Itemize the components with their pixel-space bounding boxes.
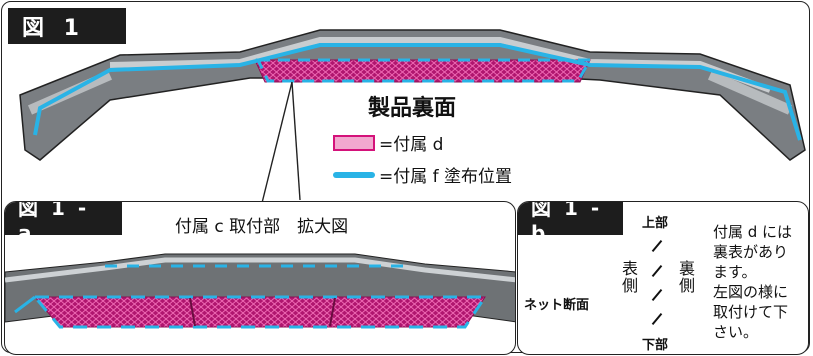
pink-swatch-icon bbox=[333, 134, 375, 151]
front-side-label: 表側 bbox=[621, 259, 638, 295]
figure-1a-label: 図 1 - a bbox=[5, 202, 122, 245]
product-back-title: 製品裏面 bbox=[368, 96, 457, 121]
legend-net-label: =付属 d bbox=[379, 135, 444, 155]
figure-1a-label-text: 図 1 - a bbox=[18, 201, 90, 245]
top-label: 上部 bbox=[642, 216, 669, 231]
figure-1-label-text: 図 1 bbox=[22, 16, 85, 41]
note-line: 付属 d には bbox=[713, 223, 793, 241]
legend-tape: =付属 f 塗布位置 bbox=[333, 162, 512, 187]
closeup-illustration bbox=[5, 253, 515, 329]
orientation-note: 付属 d には 裏表があり ます。 左図の様に 取付けて下 さい。 bbox=[713, 222, 792, 342]
note-line: ます。 bbox=[713, 263, 757, 281]
net-section-label: ネット断面 bbox=[524, 298, 590, 313]
legend-tape-label: =付属 f 塗布位置 bbox=[379, 167, 513, 187]
figure-1b-label: 図 1 - b bbox=[518, 202, 623, 245]
note-line: さい。 bbox=[713, 323, 759, 341]
section-mark-2 bbox=[651, 264, 663, 278]
figure-1b-label-text: 図 1 - b bbox=[531, 201, 603, 245]
section-mark-1 bbox=[651, 239, 663, 253]
back-side-label: 裏側 bbox=[678, 259, 695, 295]
section-mark-4 bbox=[651, 312, 663, 326]
legend-net: =付属 d bbox=[333, 130, 443, 155]
section-mark-3 bbox=[651, 288, 663, 302]
note-line: 取付けて下 bbox=[713, 303, 789, 321]
figure-1-label: 図 1 bbox=[8, 8, 126, 44]
closeup-caption: 付属 c 取付部 拡大図 bbox=[175, 217, 349, 237]
figure-1a-panel: 図 1 - a 付属 c 取付部 拡大図 bbox=[4, 201, 516, 355]
note-line: 裏表があり bbox=[713, 243, 789, 261]
bottom-label: 下部 bbox=[642, 338, 669, 353]
note-line: 左図の様に bbox=[713, 283, 789, 301]
blue-line-swatch-icon bbox=[333, 171, 375, 178]
figure-1b-panel: 図 1 - b 上部 下部 表側 裏側 ネット断面 付属 d には 裏表があり … bbox=[517, 201, 809, 355]
